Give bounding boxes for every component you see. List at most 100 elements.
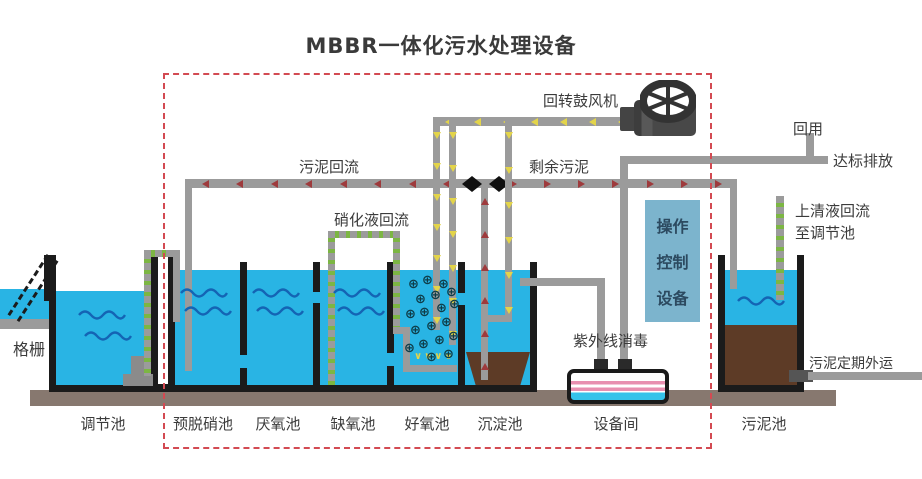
reuse-label: 回用 xyxy=(793,120,824,138)
pump-body xyxy=(123,374,153,386)
mbbr-media-carrier-icon: ⊕ xyxy=(415,292,426,307)
mbbr-media-carrier-icon: ⊕ xyxy=(441,315,452,330)
right-arrow-icon xyxy=(578,179,586,188)
blower-fan-icon xyxy=(640,80,696,123)
down-arrow-icon xyxy=(432,316,441,324)
mbbr-media-carrier-icon: ⊕ xyxy=(446,285,457,300)
mbbr-media-carrier-icon: ⊕ xyxy=(404,341,415,356)
left-arrow-icon xyxy=(305,179,313,188)
tank-bottom-bar xyxy=(49,384,537,392)
sludge-return-label: 污泥回流 xyxy=(299,158,360,176)
blower-label: 回转鼓风机 xyxy=(543,92,619,110)
pipe-nitrified-jog xyxy=(393,327,410,334)
left-arrow-icon xyxy=(442,179,450,188)
pipe-airlift-elbow xyxy=(488,315,512,322)
wall xyxy=(49,255,56,387)
pipe-uv-outlet-riser xyxy=(620,156,628,370)
uv-stub xyxy=(594,359,608,372)
mbbr-media-carrier-icon: ⊕ xyxy=(449,297,460,312)
mbbr-media-carrier-icon: ⊕ xyxy=(443,347,454,362)
sludge-tank-bottom-bar xyxy=(718,384,804,392)
pipe-aeration-header-bottom xyxy=(403,365,457,372)
down-arrow-icon xyxy=(504,307,513,314)
tank-label-sludge-tank: 污泥池 xyxy=(741,415,787,433)
pipe-sludge-main xyxy=(185,179,737,188)
water-wave-icon xyxy=(84,331,132,341)
down-arrow-icon xyxy=(448,264,457,272)
pipe-air-drop-3 xyxy=(505,117,512,322)
supernatant-label-line2: 至调节池 xyxy=(795,224,856,242)
valve-icon xyxy=(462,176,482,192)
sludge-tank-sludge xyxy=(725,325,797,385)
down-arrow-icon xyxy=(504,202,513,209)
water-wave-icon xyxy=(333,288,381,298)
down-arrow-icon xyxy=(504,132,513,139)
wall xyxy=(797,255,804,388)
right-arrow-icon xyxy=(544,179,552,188)
up-arrow-icon xyxy=(480,264,489,271)
control-cabinet-line: 设备 xyxy=(656,289,689,308)
sludge-hauling-label: 污泥定期外运 xyxy=(809,356,893,372)
down-arrow-icon xyxy=(432,286,441,294)
water-wave-icon xyxy=(737,296,785,306)
left-arrow-icon xyxy=(445,117,452,126)
left-arrow-icon xyxy=(473,117,481,126)
left-arrow-icon xyxy=(339,179,347,188)
water-wave-icon xyxy=(78,310,126,320)
tank-label-pre-denitrification: 预脱硝池 xyxy=(172,415,234,433)
pipe-aeration-downcomer xyxy=(403,327,410,372)
bar-screen-label: 格栅 xyxy=(13,340,46,359)
blower-coupling xyxy=(620,107,638,131)
down-arrow-icon xyxy=(432,162,441,170)
right-arrow-icon xyxy=(612,179,620,188)
pipe-clarifier-outlet xyxy=(520,278,605,286)
down-arrow-icon xyxy=(432,255,441,263)
wall xyxy=(240,262,247,355)
uv-disinfection-unit xyxy=(567,369,669,404)
up-arrow-icon xyxy=(480,297,489,304)
wall xyxy=(718,255,725,388)
pipe-clarifier-riser xyxy=(481,188,488,380)
pipe-air-drop-2 xyxy=(449,117,456,345)
pipe-excess-sludge-drop xyxy=(730,179,737,289)
sludge-return-arrows xyxy=(202,179,450,188)
inlet-channel-floor xyxy=(0,319,56,329)
pipe-sludge-return-drop xyxy=(185,179,192,371)
tank-label-anoxic: 缺氧池 xyxy=(330,415,376,433)
valve-icon xyxy=(489,176,509,192)
tank-label-clarifier: 沉淀池 xyxy=(477,415,523,433)
inlet-channel-water xyxy=(0,289,49,320)
clarifier-sludge-hopper xyxy=(466,352,530,385)
mbbr-media-carrier-icon: ⊕ xyxy=(426,350,437,365)
left-arrow-icon xyxy=(560,117,568,126)
down-arrow-icon xyxy=(504,237,513,244)
package-boundary xyxy=(163,73,712,449)
mbbr-media-carrier-icon: ⊕ xyxy=(436,301,447,316)
down-arrow-icon xyxy=(448,231,457,239)
pipe-nitrified-left-leg xyxy=(328,231,335,385)
sludge-tank-water xyxy=(725,270,797,325)
down-arrow-icon xyxy=(448,198,457,206)
mbbr-media-carrier-icon: ⊕ xyxy=(408,277,419,292)
mbbr-media-carrier-icon: ⊕ xyxy=(405,307,416,322)
nitrified-return-label: 硝化液回流 xyxy=(334,211,410,229)
air-drop-3-arrows xyxy=(503,132,514,314)
down-arrow-icon xyxy=(504,272,513,279)
control-cabinet-line: 操作 xyxy=(656,217,689,236)
diffuser-icon: ∨∨∨∨ xyxy=(414,351,455,362)
down-arrow-icon xyxy=(432,132,441,139)
tank-label-regulation: 调节池 xyxy=(80,415,126,433)
mbbr-media-carrier-icon: ⊕ xyxy=(426,319,437,334)
down-arrow-icon xyxy=(432,224,441,232)
down-arrow-icon xyxy=(448,165,457,173)
riser-up-arrows xyxy=(479,198,490,370)
down-arrow-icon xyxy=(448,297,457,305)
right-arrow-icon xyxy=(680,179,688,188)
down-arrow-icon xyxy=(432,193,441,201)
pipe-effluent xyxy=(620,156,828,164)
supernatant-label-line1: 上清液回流 xyxy=(795,202,871,220)
air-drop-2-arrows xyxy=(447,132,458,338)
control-cabinet: 操作 控制 设备 xyxy=(645,200,700,322)
left-arrow-icon xyxy=(202,179,209,188)
